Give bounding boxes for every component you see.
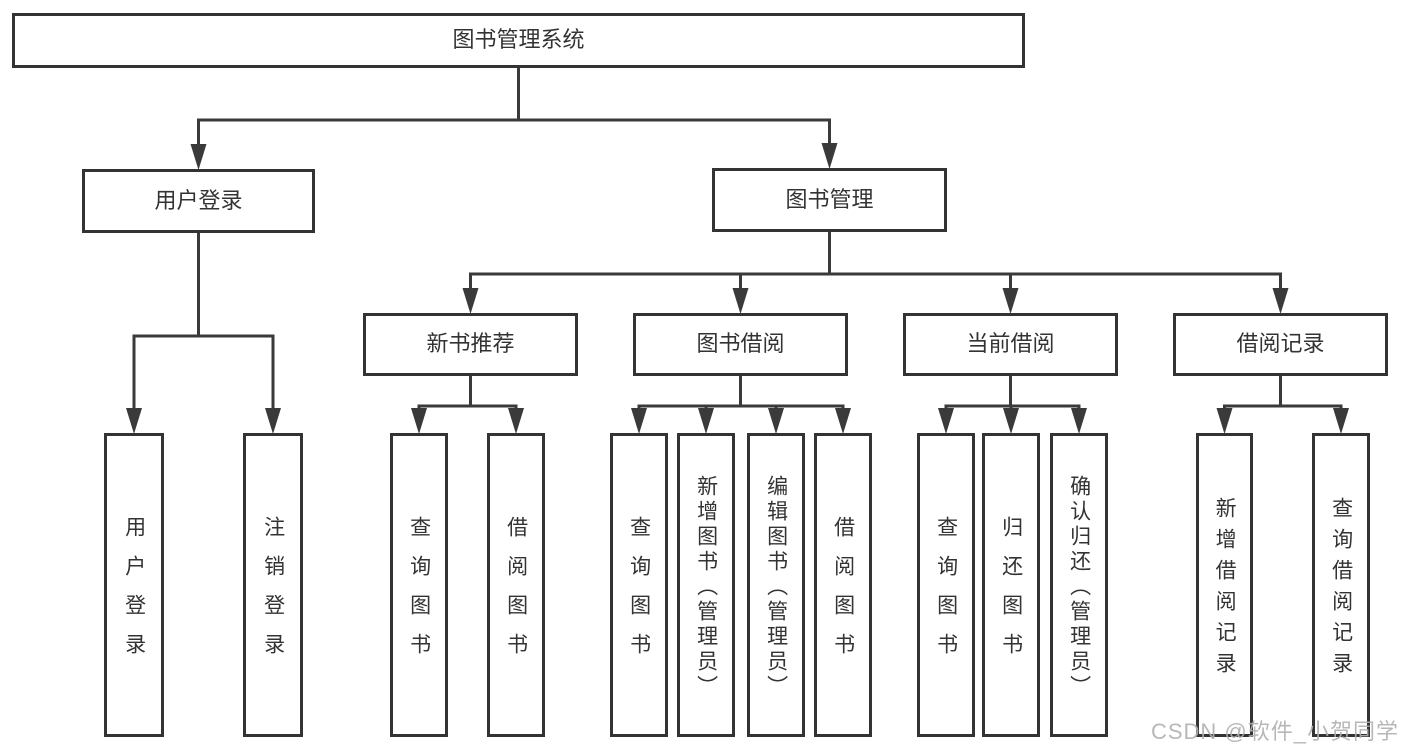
node-label: 借阅图书	[504, 516, 528, 672]
node-label: 借阅记录	[1236, 331, 1325, 357]
node-leaf-add-book: 新增图书（管理员）	[677, 433, 735, 737]
arrowhead-icon	[508, 408, 524, 434]
node-book-borrow: 图书借阅	[633, 313, 848, 376]
arrowhead-icon	[265, 408, 281, 434]
node-label: 编辑图书（管理员）	[764, 474, 788, 700]
arrowhead-icon	[768, 408, 784, 434]
node-leaf-query-book-2: 查询图书	[610, 433, 668, 737]
node-leaf-edit-book: 编辑图书（管理员）	[747, 433, 805, 737]
node-new-book-rec: 新书推荐	[363, 313, 578, 376]
watermark-text: CSDN @软件_小贺同学	[1150, 719, 1399, 744]
node-label: 用户登录	[154, 187, 243, 213]
arrowhead-icon	[1002, 288, 1019, 314]
arrowhead-icon	[126, 408, 142, 434]
node-label: 新增图书（管理员）	[694, 474, 718, 700]
arrowhead-icon	[1071, 408, 1087, 434]
node-label: 查询图书	[934, 516, 958, 672]
node-leaf-query-borrow-record: 查询借阅记录	[1312, 433, 1370, 737]
node-label: 借阅图书	[831, 516, 855, 672]
arrowhead-icon	[462, 288, 479, 314]
node-leaf-query-book-3: 查询图书	[917, 433, 975, 737]
arrowhead-icon	[821, 143, 838, 169]
arrowhead-icon	[732, 288, 749, 314]
node-label: 用户登录	[122, 516, 146, 672]
node-root: 图书管理系统	[12, 13, 1025, 68]
arrowhead-icon	[1003, 408, 1019, 434]
node-leaf-borrow-book-1: 借阅图书	[487, 433, 545, 737]
arrowhead-icon	[698, 408, 714, 434]
arrowhead-icon	[1216, 408, 1233, 434]
node-book-mgmt: 图书管理	[712, 168, 947, 232]
node-label: 注销登录	[261, 516, 285, 672]
arrowhead-icon	[1272, 288, 1289, 314]
node-label: 归还图书	[999, 516, 1023, 672]
node-leaf-borrow-book-2: 借阅图书	[814, 433, 872, 737]
arrowhead-icon	[1333, 408, 1349, 434]
arrowhead-icon	[190, 144, 207, 170]
node-label: 查询借阅记录	[1329, 497, 1353, 683]
node-borrow-record: 借阅记录	[1173, 313, 1388, 376]
arrowhead-icon	[631, 408, 647, 434]
node-leaf-return-book: 归还图书	[982, 433, 1040, 737]
node-label: 图书管理系统	[452, 27, 585, 53]
arrowhead-icon	[835, 408, 851, 434]
node-label: 新书推荐	[426, 331, 515, 357]
node-label: 查询图书	[407, 516, 431, 672]
node-label: 新增借阅记录	[1213, 497, 1237, 683]
node-leaf-logout: 注销登录	[243, 433, 303, 737]
node-leaf-confirm-return: 确认归还（管理员）	[1050, 433, 1108, 737]
node-leaf-user-login: 用户登录	[104, 433, 164, 737]
node-leaf-query-book-1: 查询图书	[390, 433, 448, 737]
node-user-login: 用户登录	[82, 169, 315, 233]
node-label: 图书管理	[785, 186, 874, 212]
arrowhead-icon	[411, 408, 427, 434]
arrowhead-icon	[938, 408, 954, 434]
node-label: 查询图书	[627, 516, 651, 672]
node-current-borrow: 当前借阅	[903, 313, 1118, 376]
node-label: 确认归还（管理员）	[1067, 474, 1091, 700]
node-label: 当前借阅	[966, 331, 1055, 357]
node-leaf-add-borrow-record: 新增借阅记录	[1196, 433, 1253, 737]
node-label: 图书借阅	[696, 331, 785, 357]
